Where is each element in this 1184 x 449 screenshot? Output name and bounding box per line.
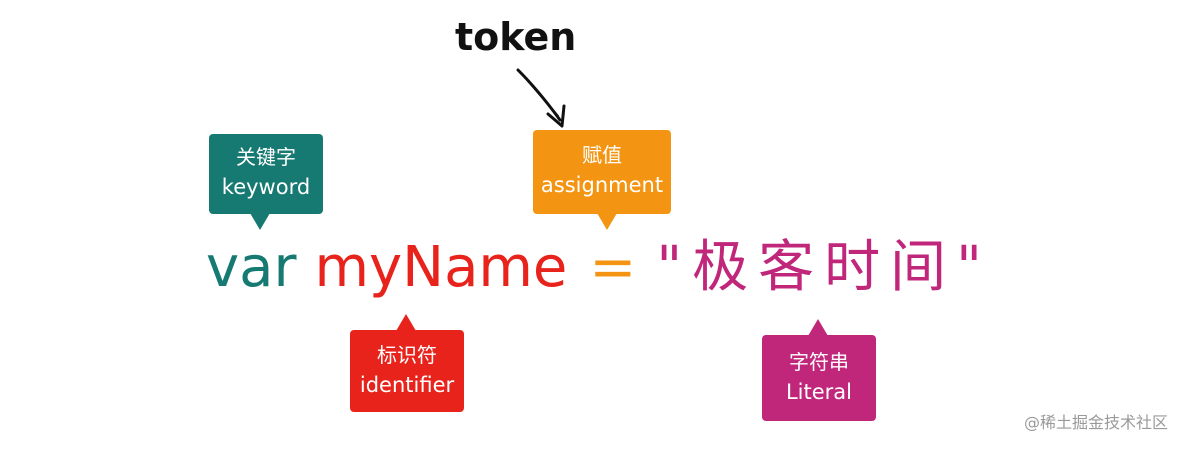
keyword-callout: 关键字 keyword (209, 134, 323, 230)
identifier-callout: 标识符 identifier (350, 314, 464, 412)
identifier-callout-zh: 标识符 (377, 343, 437, 367)
keyword-callout-zh: 关键字 (236, 145, 296, 169)
token-label: token (455, 15, 577, 59)
code-statement: var myName = "极客时间" (206, 228, 992, 308)
code-operator: = (589, 235, 637, 300)
token-arrow-icon (516, 68, 566, 128)
literal-callout: 字符串 Literal (762, 319, 876, 421)
assignment-callout-zh: 赋值 (582, 143, 622, 167)
code-identifier: myName (314, 235, 568, 300)
watermark: @稀土掘金技术社区 (1023, 413, 1168, 432)
literal-callout-en: Literal (785, 380, 853, 404)
keyword-callout-en: keyword (221, 175, 311, 199)
code-keyword: var (206, 235, 297, 300)
assignment-callout-en: assignment (540, 173, 664, 197)
assignment-callout: 赋值 assignment (533, 130, 671, 230)
identifier-callout-en: identifier (359, 373, 455, 397)
literal-callout-zh: 字符串 (789, 350, 849, 374)
code-literal: "极客时间" (656, 235, 992, 300)
